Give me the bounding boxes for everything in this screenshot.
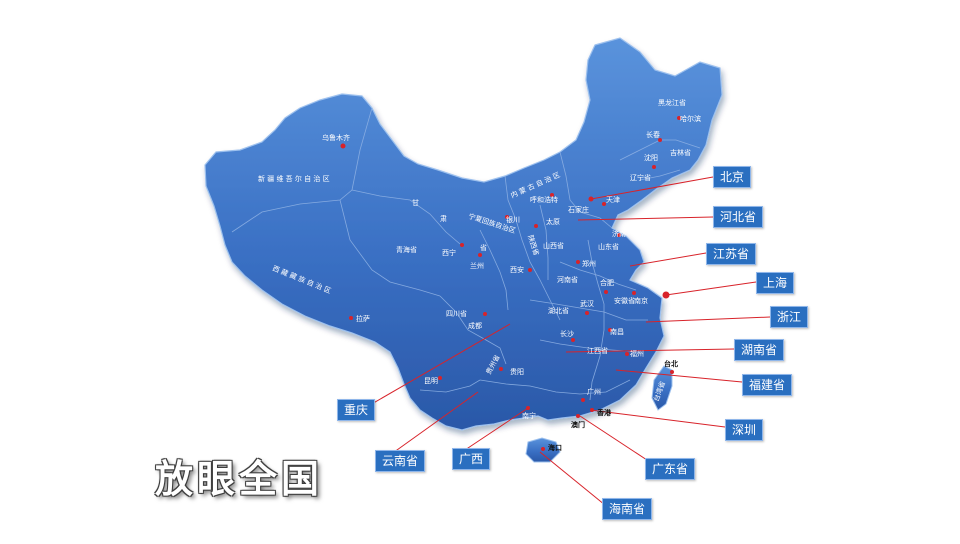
label-taibei: 台北 <box>664 359 678 368</box>
label-yinchuan: 银川 <box>506 215 520 224</box>
label-aomen: 澳门 <box>571 420 585 429</box>
callout-hainan[interactable]: 海南省 <box>602 498 653 520</box>
label-changsha: 长沙 <box>560 329 574 338</box>
callout-beijing[interactable]: 北京 <box>713 166 752 188</box>
callout-guangxi[interactable]: 广西 <box>452 448 491 470</box>
label-gan: 甘 <box>412 198 419 207</box>
label-nanning: 南宁 <box>522 411 536 420</box>
callout-shanghai[interactable]: 上海 <box>756 272 795 294</box>
callout-shenzhen[interactable]: 深圳 <box>725 419 764 441</box>
label-sheng: 省 <box>480 243 487 252</box>
label-lanzhou: 兰州 <box>470 261 484 270</box>
label-chengdu: 成都 <box>468 321 482 330</box>
label-kunming: 昆明 <box>424 377 438 385</box>
label-wuhan: 武汉 <box>580 299 594 308</box>
label-zhengzhou: 郑州 <box>582 260 596 268</box>
label-nanchang: 南昌 <box>610 327 624 336</box>
page-title: 放眼全国 <box>155 457 324 501</box>
callout-chongqing[interactable]: 重庆 <box>337 399 376 421</box>
callout-hebei[interactable]: 河北省 <box>713 206 764 228</box>
label-henan: 河南省 <box>557 275 578 284</box>
label-jiangxi: 江西省 <box>587 346 608 355</box>
callout-guangdong[interactable]: 广东省 <box>645 458 696 480</box>
label-xianggang: 香港 <box>596 408 612 417</box>
label-tianjin: 天津 <box>606 196 620 204</box>
label-guangzhou: 广州 <box>587 387 601 396</box>
label-taiyuan: 太原 <box>546 217 560 226</box>
label-xinjiang: 新 疆 维 吾 尔 自 治 区 <box>258 174 330 183</box>
label-sichuan: 四川省 <box>446 309 467 318</box>
leader-lines <box>369 176 771 506</box>
label-nanjing: 南京 <box>634 296 648 305</box>
label-anhui: 安徽省 <box>614 296 635 305</box>
label-shandong: 山东省 <box>598 242 619 251</box>
callout-yunnan[interactable]: 云南省 <box>375 450 426 472</box>
callout-jiangsu[interactable]: 江苏省 <box>706 243 757 265</box>
callout-fujian[interactable]: 福建省 <box>742 374 793 396</box>
mainland-shape <box>204 37 723 431</box>
label-xian: 西安 <box>510 265 524 274</box>
label-harbin: 哈尔滨 <box>680 114 701 123</box>
label-haikou: 海口 <box>548 443 562 452</box>
callout-zhejiang[interactable]: 浙江 <box>770 306 809 328</box>
label-fuzhou: 福州 <box>630 349 644 358</box>
label-hefei: 合肥 <box>600 278 614 287</box>
label-su: 肃 <box>440 214 447 223</box>
callout-hunan[interactable]: 湖南省 <box>734 339 785 361</box>
label-heilongjiang: 黑龙江省 <box>658 98 686 107</box>
label-qinghai: 青海省 <box>396 245 417 254</box>
label-shenyang: 沈阳 <box>644 153 658 162</box>
label-wulumuqi: 乌鲁木齐 <box>322 133 350 142</box>
label-changchun: 长春 <box>646 130 660 139</box>
label-shijiazhuang: 石家庄 <box>568 205 589 214</box>
label-shanxi: 山西省 <box>543 241 564 250</box>
label-liaoning: 辽宁省 <box>630 173 651 182</box>
label-guiyang: 贵阳 <box>510 367 524 376</box>
label-xining: 西宁 <box>442 248 456 257</box>
label-lasa: 拉萨 <box>356 314 370 323</box>
label-huhehaote: 呼和浩特 <box>530 195 558 204</box>
label-hubei: 湖北省 <box>548 306 569 315</box>
label-jilin: 吉林省 <box>670 148 691 157</box>
label-jinan: 济南 <box>612 229 626 238</box>
